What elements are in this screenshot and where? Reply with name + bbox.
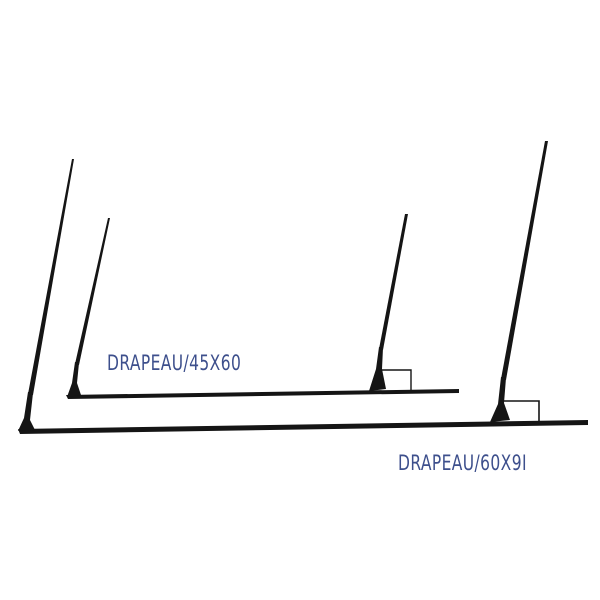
label-drapeau-60x91: DRAPEAU/60X9I [398,451,527,475]
small-frame-right-pole [379,214,408,350]
large-frame-base-rod [18,420,588,434]
small-frame-left-joint [67,362,81,397]
label-drapeau-45x60: DRAPEAU/45X60 [107,351,242,375]
small-frame-right-joint [369,347,386,391]
small-frame-left-pole [75,218,110,365]
large-frame-right-joint [490,377,510,422]
small-flag-frame [66,214,459,399]
large-frame-right-pole [501,141,548,380]
large-frame-stand-bracket [501,400,540,422]
large-frame-left-pole [28,159,74,395]
small-frame-stand-bracket [380,369,412,390]
large-frame-left-joint [18,392,35,431]
small-frame-base-rod [66,389,459,399]
large-flag-frame [18,141,588,434]
